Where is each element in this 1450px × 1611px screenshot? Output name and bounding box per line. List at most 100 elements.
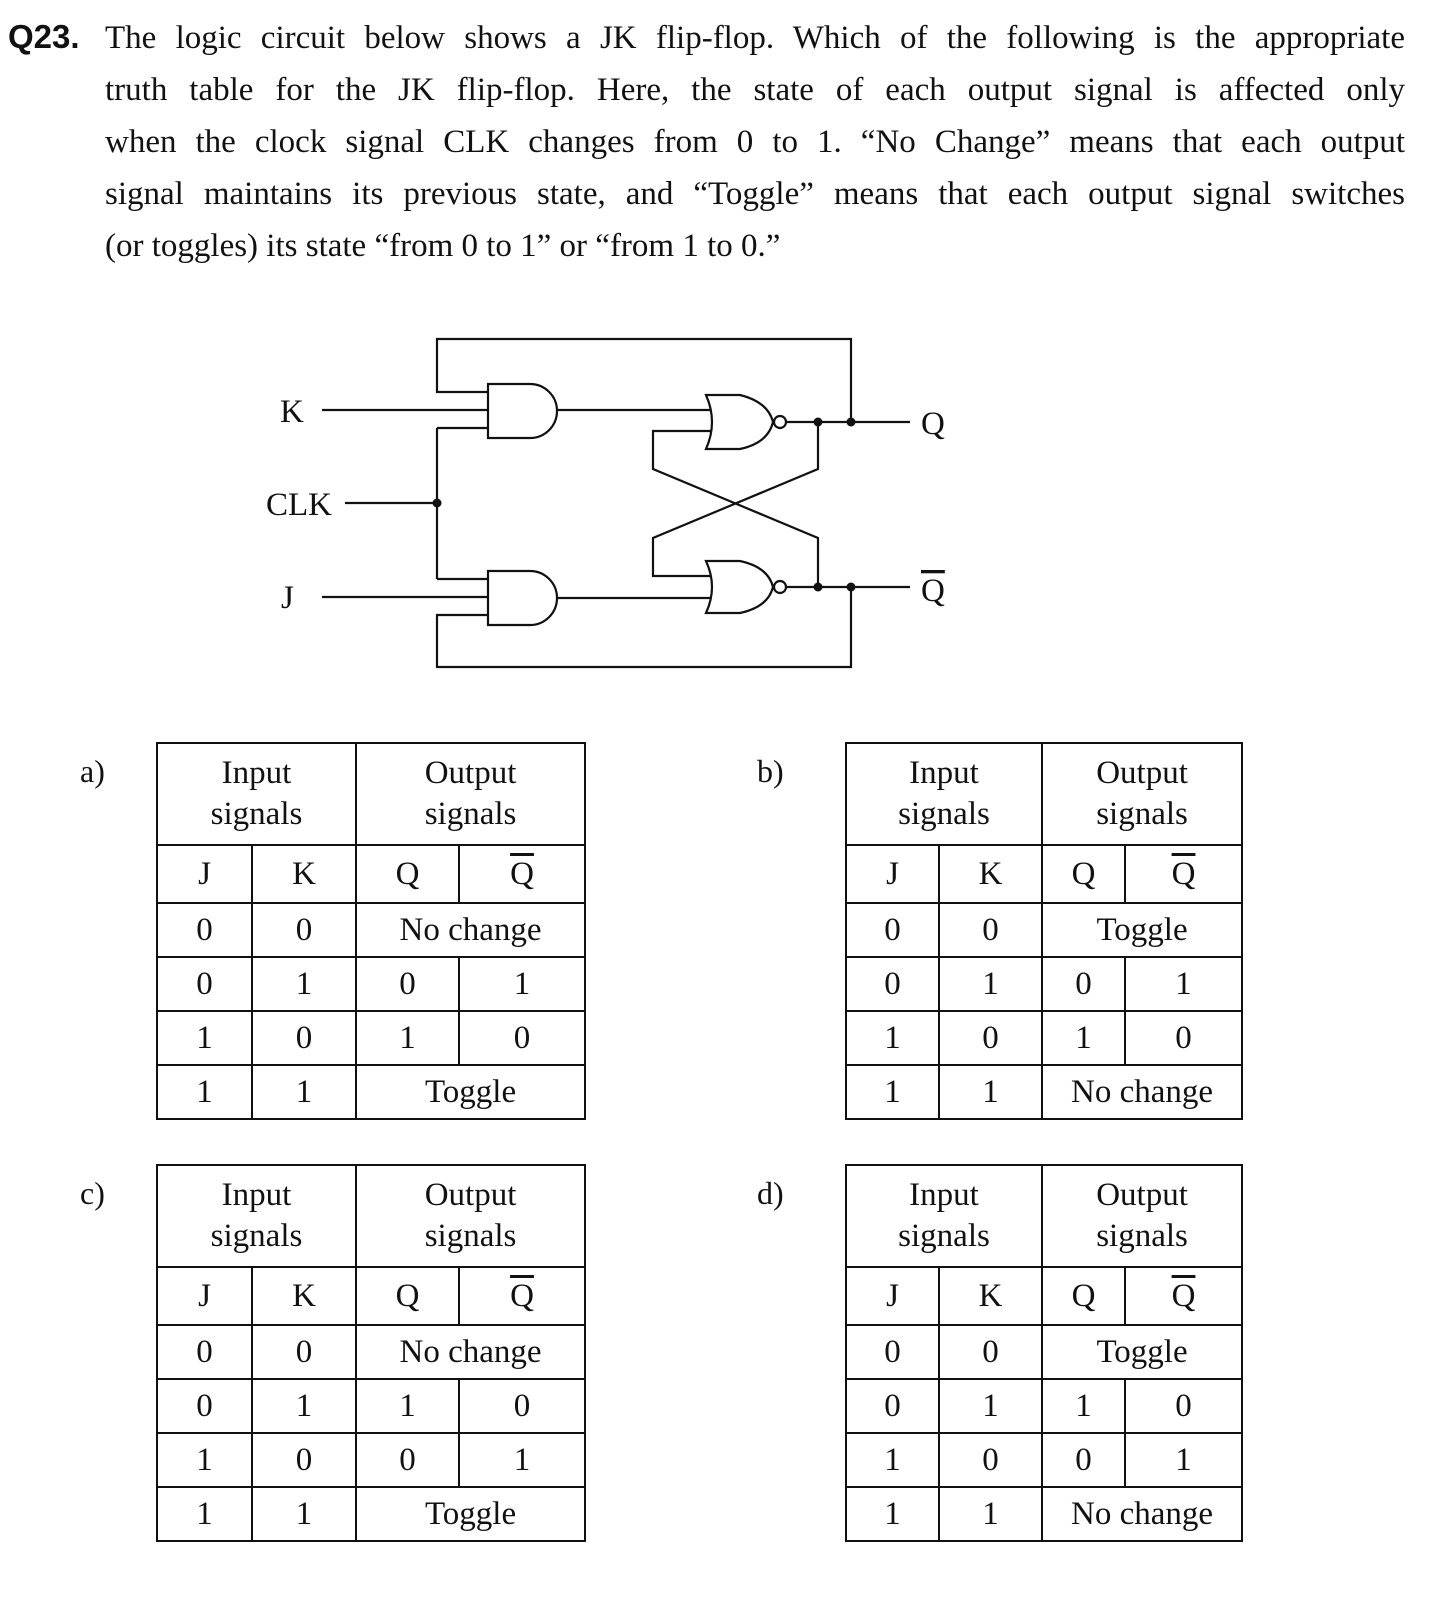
cell-qbar: 0	[458, 1010, 587, 1066]
and-gate-top	[486, 382, 559, 440]
table-row: 0 0 Toggle	[845, 1324, 1244, 1380]
col-qbar: Q	[1124, 844, 1244, 904]
table-row: 1 1 No change	[845, 1064, 1244, 1120]
cell-output: No change	[1041, 1486, 1244, 1542]
col-q: Q	[1041, 1266, 1127, 1326]
clk-wire	[345, 426, 488, 581]
table-row: 1 0 1 0	[845, 1010, 1244, 1066]
table-row: 1 1 No change	[845, 1486, 1244, 1542]
table-row: 0 1 1 0	[156, 1378, 587, 1434]
cell-j: 0	[156, 956, 253, 1012]
table-row: 1 1 Toggle	[156, 1486, 587, 1542]
clk-junction	[432, 498, 442, 508]
cell-q: 0	[355, 956, 461, 1012]
question-line-4: signal maintains its previous state, and…	[105, 176, 1405, 212]
bottom-feedback-wire	[435, 587, 853, 669]
col-q: Q	[1041, 844, 1127, 904]
cell-j: 1	[845, 1432, 940, 1488]
cell-output: Toggle	[1041, 902, 1244, 958]
cell-output: Toggle	[1041, 1324, 1244, 1380]
cell-qbar: 0	[458, 1378, 587, 1434]
table-row: 1 1 Toggle	[156, 1064, 587, 1120]
cell-k: 1	[250, 1378, 358, 1434]
cell-qbar: 1	[1124, 956, 1244, 1012]
table-row: 0 1 0 1	[845, 956, 1244, 1012]
table-row: 0 1 1 0	[845, 1378, 1244, 1434]
cell-qbar: 1	[1124, 1432, 1244, 1488]
table-row: 0 0 No change	[156, 902, 587, 958]
cell-j: 0	[156, 1378, 253, 1434]
cell-j: 1	[156, 1010, 253, 1066]
table-row: 0 0 Toggle	[845, 902, 1244, 958]
cell-q: 1	[1041, 1378, 1127, 1434]
question-number: Q23.	[8, 18, 80, 55]
cell-j: 1	[845, 1010, 940, 1066]
cell-k: 0	[250, 1432, 358, 1488]
cell-j: 0	[845, 1324, 940, 1380]
junction-dot	[846, 417, 856, 427]
table-row: 1 0 1 0	[156, 1010, 587, 1066]
cell-output: No change	[355, 902, 587, 958]
cell-q: 1	[355, 1378, 461, 1434]
cell-qbar: 0	[1124, 1378, 1244, 1434]
col-j: J	[845, 844, 940, 904]
junction-dot	[813, 582, 823, 592]
cell-j: 1	[156, 1064, 253, 1120]
cell-k: 1	[937, 1378, 1044, 1434]
col-qbar: Q	[458, 844, 587, 904]
col-qbar: Q	[458, 1266, 587, 1326]
cell-q: 0	[1041, 956, 1127, 1012]
cell-k: 1	[250, 1064, 358, 1120]
cell-output: No change	[1041, 1064, 1244, 1120]
cell-j: 0	[156, 902, 253, 958]
question-line-1: The logic circuit below shows a JK flip-…	[105, 20, 1405, 56]
option-b-label: b)	[757, 753, 784, 789]
cell-j: 1	[156, 1486, 253, 1542]
cell-j: 0	[845, 956, 940, 1012]
junction-dot	[813, 417, 823, 427]
cell-k: 1	[250, 956, 358, 1012]
cell-k: 0	[250, 902, 358, 958]
cell-k: 0	[937, 1010, 1044, 1066]
cell-k: 0	[937, 1432, 1044, 1488]
cell-qbar: 0	[1124, 1010, 1244, 1066]
cell-k: 1	[250, 1486, 358, 1542]
qbar-label: Q	[921, 573, 945, 609]
jk-flip-flop-diagram: K CLK J Q Q	[266, 337, 945, 669]
nor-gate-bottom	[704, 559, 775, 615]
cell-j: 1	[845, 1064, 940, 1120]
cell-k: 0	[250, 1010, 358, 1066]
cell-k: 0	[937, 902, 1044, 958]
cell-k: 1	[937, 956, 1044, 1012]
cell-k: 0	[937, 1324, 1044, 1380]
cell-output: No change	[355, 1324, 587, 1380]
top-feedback-wire	[435, 337, 853, 420]
cross-wire-q-feedback	[651, 422, 820, 578]
clk-label: CLK	[266, 487, 332, 523]
col-j: J	[156, 844, 253, 904]
cell-j: 1	[845, 1486, 940, 1542]
cell-j: 0	[845, 902, 940, 958]
table-row: 1 0 0 1	[845, 1432, 1244, 1488]
cell-q: 1	[355, 1010, 461, 1066]
col-k: K	[937, 1266, 1044, 1326]
col-k: K	[250, 844, 358, 904]
col-j: J	[845, 1266, 940, 1326]
col-q: Q	[355, 844, 461, 904]
cell-q: 0	[355, 1432, 461, 1488]
j-label: J	[281, 580, 294, 616]
table-row: 1 0 0 1	[156, 1432, 587, 1488]
q-label: Q	[921, 406, 945, 442]
table-row: 0 0 No change	[156, 1324, 587, 1380]
